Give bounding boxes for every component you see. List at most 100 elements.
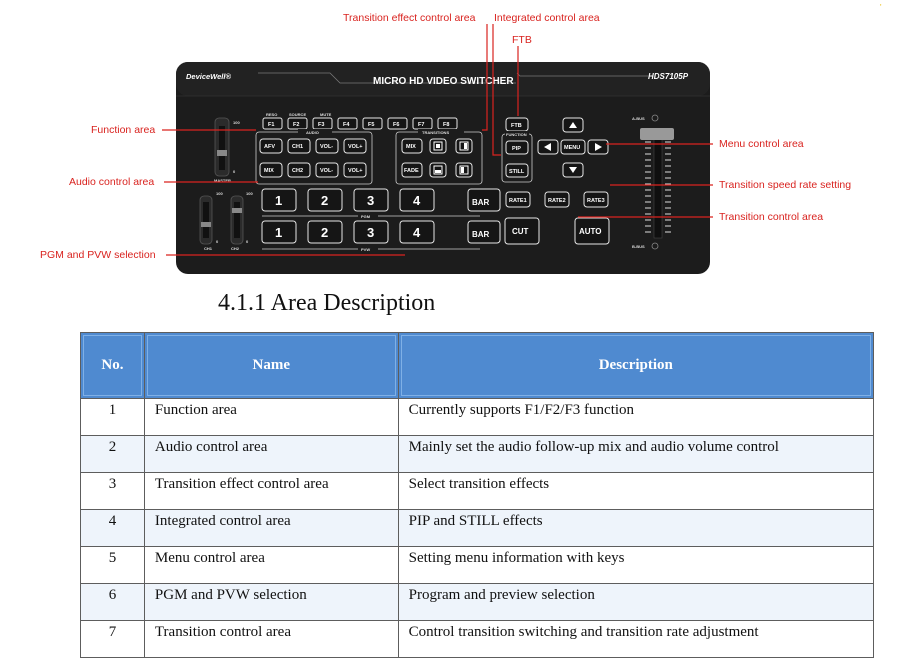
- table-header-row: No. Name Description: [80, 332, 875, 399]
- audio-key[interactable]: [343, 162, 367, 178]
- f-key[interactable]: [262, 117, 283, 130]
- rate2-key[interactable]: [544, 191, 570, 208]
- b-bus-led: [651, 242, 659, 250]
- transition-mix-key[interactable]: [401, 138, 423, 154]
- f-key[interactable]: [362, 117, 383, 130]
- f1-caption: RESO: [266, 112, 277, 117]
- cell-description: Setting menu information with keys: [397, 546, 875, 584]
- pgm-key-label: 2: [321, 193, 328, 208]
- cell-name: Function area: [143, 398, 399, 436]
- f-key-label: F1: [268, 122, 274, 128]
- f-key-label: F5: [368, 122, 374, 128]
- ftb-key-label: FTB: [511, 123, 522, 129]
- pgm-key[interactable]: [467, 188, 501, 212]
- audio-key[interactable]: [315, 162, 339, 178]
- pgm-key[interactable]: [399, 188, 435, 212]
- transition-fade-label: FADE: [404, 168, 419, 174]
- f-key-label: F8: [443, 122, 449, 128]
- ch2-label: CH2: [231, 246, 240, 251]
- cell-name: Transition effect control area: [143, 472, 399, 510]
- cell-name: PGM and PVW selection: [143, 583, 399, 621]
- pgm-key-label: 1: [275, 193, 282, 208]
- pvw-key-label: 4: [413, 225, 421, 240]
- transitions-heading: TRANSITIONS: [422, 130, 449, 135]
- transition-keys: MIX FADE: [401, 138, 473, 178]
- f-key[interactable]: [287, 117, 308, 130]
- audio-key[interactable]: [287, 138, 311, 154]
- master-label: MASTER: [214, 178, 231, 183]
- cell-no: 4: [80, 509, 145, 547]
- audio-key-label: VOL+: [348, 168, 363, 174]
- ch2-fader[interactable]: 100 0: [230, 191, 253, 245]
- ch1-fader[interactable]: 100 0: [199, 191, 223, 245]
- cell-no: 5: [80, 546, 145, 584]
- cut-key[interactable]: [504, 217, 540, 245]
- rate1-key[interactable]: [505, 191, 531, 208]
- master-fader[interactable]: 100 0: [214, 117, 240, 177]
- pvw-key[interactable]: [467, 220, 501, 244]
- pip-key[interactable]: [505, 140, 529, 155]
- cell-description: Currently supports F1/F2/F3 function: [397, 398, 875, 436]
- cell-description: Mainly set the audio follow-up mix and a…: [397, 435, 875, 473]
- rate3-key-label: RATE3: [587, 198, 605, 204]
- model-number: HDS7105P: [648, 72, 689, 81]
- pvw-key[interactable]: [307, 220, 343, 244]
- audio-key[interactable]: [287, 162, 311, 178]
- pgm-key[interactable]: [307, 188, 343, 212]
- pgm-key[interactable]: [261, 188, 297, 212]
- wipe-right-icon: [459, 141, 469, 151]
- pvw-key[interactable]: [399, 220, 435, 244]
- pvw-key-label: BAR: [472, 230, 490, 239]
- callout-speed: Transition speed rate setting: [719, 179, 851, 191]
- cell-name: Transition control area: [143, 620, 399, 658]
- b-bus-label: B-BUS: [632, 244, 645, 249]
- pvw-label: PVW: [361, 247, 370, 252]
- cell-no: 6: [80, 583, 145, 621]
- cell-name: Audio control area: [143, 435, 399, 473]
- t-bar-fader[interactable]: [640, 128, 674, 239]
- f-key[interactable]: [387, 117, 408, 130]
- audio-key[interactable]: [315, 138, 339, 154]
- ch1-fader-top: 100: [216, 191, 223, 196]
- function-heading: FUNCTION: [506, 132, 527, 137]
- audio-key[interactable]: [343, 138, 367, 154]
- audio-key-label: AFV: [264, 144, 275, 150]
- ch1-label: CH1: [204, 246, 213, 251]
- wipe-box-icon: [459, 165, 469, 175]
- pgm-key[interactable]: [353, 188, 389, 212]
- audio-key[interactable]: [259, 162, 283, 178]
- header-description: Description: [397, 332, 875, 399]
- header-name: Name: [143, 332, 399, 399]
- auto-key[interactable]: [574, 217, 610, 245]
- cell-no: 2: [80, 435, 145, 473]
- still-key[interactable]: [505, 163, 529, 178]
- section-title: 4.1.1 Area Description: [218, 290, 436, 316]
- auto-key-label: AUTO: [579, 227, 602, 236]
- pvw-key[interactable]: [353, 220, 389, 244]
- rate3-key[interactable]: [583, 191, 609, 208]
- cell-description: PIP and STILL effects: [397, 509, 875, 547]
- cell-name: Menu control area: [143, 546, 399, 584]
- audio-key[interactable]: [259, 138, 283, 154]
- brand-logo: DeviceWell®: [186, 72, 231, 81]
- pgm-label: PGM: [361, 214, 371, 219]
- audio-key-label: CH2: [292, 168, 303, 174]
- f-key-label: F7: [418, 122, 424, 128]
- f-key[interactable]: [337, 117, 358, 130]
- master-fader-top: 100: [233, 120, 240, 125]
- menu-key[interactable]: [560, 139, 586, 155]
- arrow-right-icon: [595, 143, 602, 151]
- transition-fade-key[interactable]: [401, 162, 423, 178]
- a-bus-label: A-BUS: [632, 116, 645, 121]
- header-no: No.: [80, 332, 145, 399]
- callout-ftb: FTB: [512, 34, 532, 46]
- transition-mix-label: MIX: [406, 144, 416, 150]
- pvw-key[interactable]: [261, 220, 297, 244]
